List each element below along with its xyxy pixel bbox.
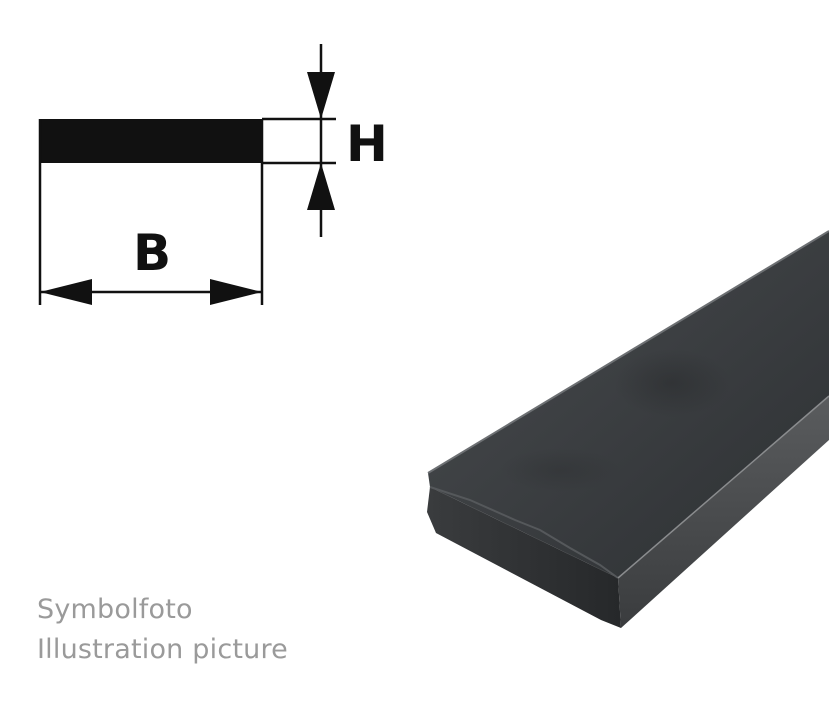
width-arrow-right-icon [210,279,262,305]
caption-symbolfoto: Symbolfoto [37,594,193,625]
width-label: B [133,224,171,282]
caption-illustration-picture: Illustration picture [37,634,288,665]
bar-stain [500,448,620,492]
bar-side-edge [617,395,829,579]
bar-cut-edge [429,486,619,579]
height-arrow-up-icon [307,163,335,210]
height-label: H [346,115,388,173]
bar-stain [614,349,730,417]
bar-side-face [618,396,829,628]
cross-section-profile [40,119,262,163]
cross-section-diagram: H B [38,44,388,305]
width-arrow-left-icon [40,279,92,305]
steel-flat-bar-photo [427,230,829,628]
bar-top-edge [427,230,829,474]
height-arrow-down-icon [307,72,335,119]
bar-end-face [427,487,621,628]
